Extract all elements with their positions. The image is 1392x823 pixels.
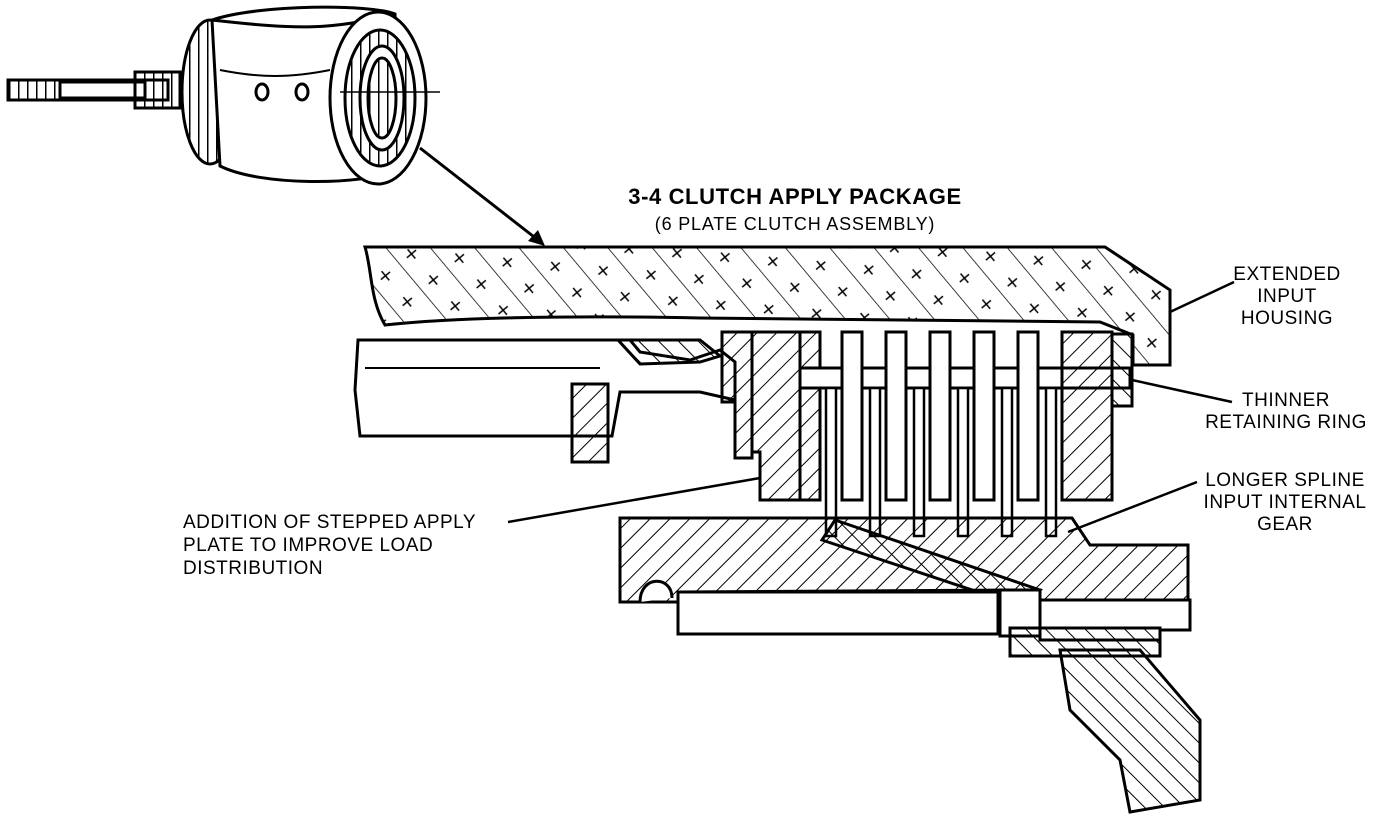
extended-input-housing (362, 245, 1172, 367)
apply-ring (720, 330, 754, 460)
backing-plate (1060, 330, 1114, 502)
callout-line: ADDITION OF STEPPED APPLY (183, 512, 476, 533)
callout-line: LONGER SPLINE (1205, 470, 1365, 491)
stepped-apply-plate (750, 330, 802, 502)
callout-line: THINNER (1242, 390, 1330, 411)
housing-illustration (6, 5, 440, 186)
callout-line: HOUSING (1240, 308, 1334, 329)
lower-hub (676, 590, 1000, 636)
callout-line: GEAR (1257, 514, 1313, 535)
zoom-arrow (419, 146, 539, 242)
callout-line: INPUT (1257, 286, 1317, 307)
cross-section (353, 245, 1202, 814)
support-block (570, 382, 610, 464)
diagram-subtitle: (6 PLATE CLUTCH ASSEMBLY) (654, 214, 936, 234)
callout-line: DISTRIBUTION (183, 558, 324, 579)
callout-line: RETAINING RING (1205, 412, 1367, 433)
output-shaft (1058, 648, 1202, 814)
diagram-title: 3-4 CLUTCH APPLY PACKAGE (628, 184, 962, 209)
leader-lines (507, 280, 1235, 534)
steel-plates (840, 330, 1040, 502)
callout-line: PLATE TO IMPROVE LOAD (183, 535, 434, 556)
callout-line: EXTENDED (1233, 264, 1341, 285)
callout-line: INPUT INTERNAL (1203, 492, 1367, 513)
thinner-retaining-ring (1110, 332, 1134, 408)
